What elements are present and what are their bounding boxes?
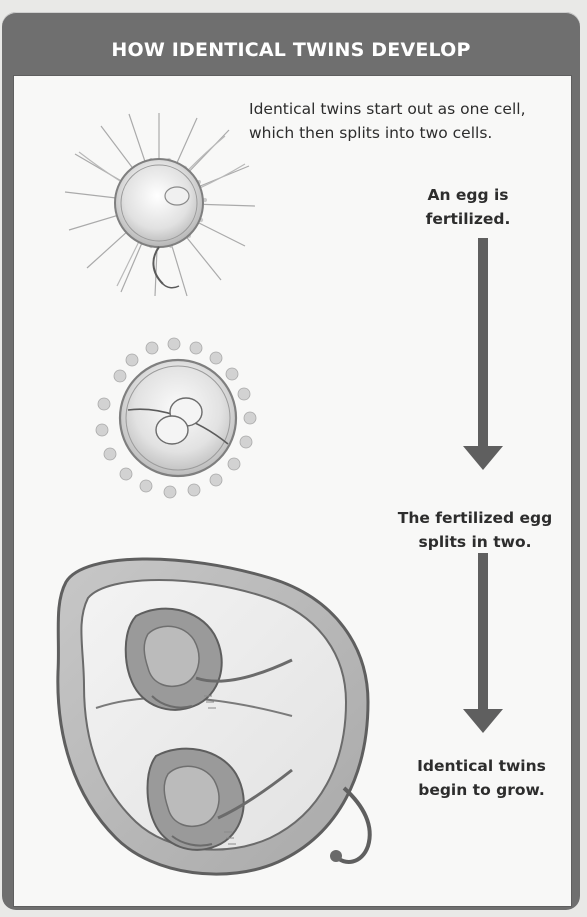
step-1-line-1: An egg is — [398, 183, 538, 207]
intro-text: Identical twins start out as one cell, w… — [249, 97, 569, 145]
step-grow-label: Identical twins begin to grow. — [399, 754, 564, 802]
arrow-shaft — [478, 553, 488, 713]
intro-line-2: which then splits into two cells. — [249, 121, 569, 145]
step-3-line-2: begin to grow. — [399, 778, 564, 802]
step-2-line-1: The fertilized egg — [380, 506, 570, 530]
step-2-line-2: splits in two. — [380, 530, 570, 554]
step-3-line-1: Identical twins — [399, 754, 564, 778]
twin-embryos-illustration — [44, 546, 394, 886]
arrow-shaft — [478, 238, 488, 448]
diagram-panel: Identical twins start out as one cell, w… — [13, 75, 572, 907]
arrow-head — [463, 709, 503, 733]
intro-line-1: Identical twins start out as one cell, — [249, 97, 569, 121]
step-fertilized-label: An egg is fertilized. — [398, 183, 538, 231]
down-arrow-icon — [463, 553, 503, 733]
down-arrow-icon — [463, 238, 503, 470]
fertilized-egg-illustration — [59, 108, 259, 298]
step-split-label: The fertilized egg splits in two. — [380, 506, 570, 554]
arrow-head — [463, 446, 503, 470]
diagram-title: HOW IDENTICAL TWINS DEVELOP — [2, 28, 580, 72]
step-1-line-2: fertilized. — [398, 207, 538, 231]
diagram-frame: HOW IDENTICAL TWINS DEVELOP Identical tw… — [2, 12, 580, 910]
dividing-cell-illustration — [74, 326, 274, 511]
